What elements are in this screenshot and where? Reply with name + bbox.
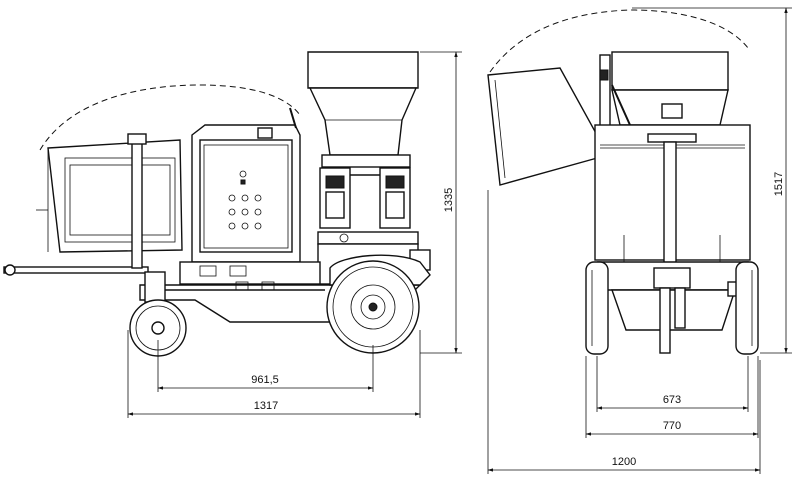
- lid-swing-arc: [39, 84, 301, 151]
- side-height-dimension: 1335: [443, 188, 455, 212]
- front-frame: [597, 261, 749, 354]
- front-left-wheel: [585, 261, 609, 355]
- overall-width-dimension: 770: [663, 420, 681, 432]
- track-width-dimension: 673: [663, 394, 681, 406]
- handle-post: [127, 133, 147, 269]
- main-wheel: [326, 254, 431, 354]
- hopper: [307, 51, 419, 156]
- hopper-width-dimension: 1200: [612, 456, 636, 468]
- control-cabinet: [191, 107, 301, 263]
- front-screen-box: [487, 67, 610, 186]
- axle-spacing-dimension: 961,5: [251, 374, 279, 386]
- tow-bar: [3, 264, 149, 276]
- front-body: [594, 124, 751, 283]
- front-view: 673 770 1200 1517: [487, 7, 792, 474]
- front-height-dimension: 1517: [773, 172, 785, 196]
- front-lid-swing-arc: [489, 9, 749, 73]
- front-hopper: [599, 51, 729, 136]
- front-dimensions: 673 770 1200 1517: [487, 7, 792, 474]
- overall-length-dimension: 1317: [254, 400, 278, 412]
- caster-wheel: [129, 271, 187, 357]
- front-right-wheel: [735, 261, 759, 355]
- control-buttons: [228, 170, 262, 230]
- side-view: 961,5 1317 1335: [3, 51, 462, 418]
- screen-box: [36, 139, 183, 253]
- rotor-assembly: [317, 154, 419, 245]
- side-dimensions: 961,5 1317 1335: [127, 51, 462, 418]
